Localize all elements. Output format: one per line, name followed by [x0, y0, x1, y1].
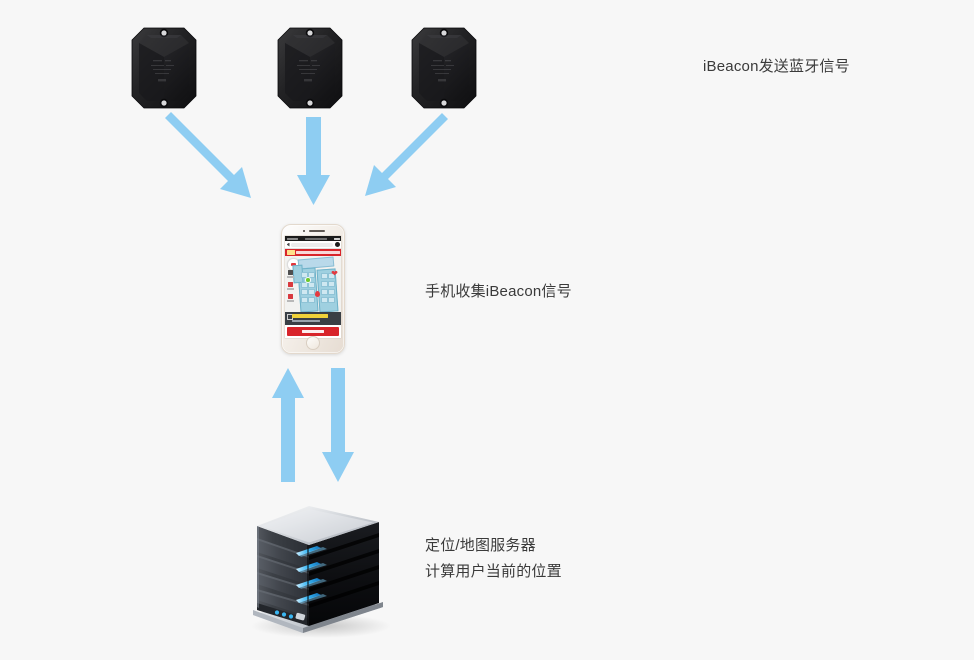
map-tool-label — [287, 276, 294, 278]
map-highlight-marker — [306, 278, 310, 282]
map-tool-icon[interactable] — [288, 270, 293, 275]
phone-camera-icon — [303, 230, 306, 233]
beacon-2-to-phone-arrow — [297, 117, 331, 207]
map-location-pin-icon — [315, 291, 320, 297]
place-name-text — [292, 314, 328, 318]
beacon-1-to-phone-arrow — [165, 112, 268, 207]
phone-top-bezel — [282, 225, 344, 236]
map-unit — [308, 289, 315, 295]
status-bar-carrier — [286, 237, 298, 240]
beacon-3-to-phone-arrow — [358, 112, 458, 207]
map-unit — [301, 297, 308, 303]
compass-needle-icon — [291, 263, 296, 266]
map-tool-label — [287, 300, 294, 302]
status-bar-battery-icon — [333, 237, 340, 240]
map-unit — [321, 273, 328, 279]
indoor-map-view[interactable]: ❤ — [285, 256, 341, 312]
phone-label: 手机收集iBeacon信号 — [425, 283, 572, 300]
map-unit — [321, 297, 328, 303]
ibeacon-device-icon — [411, 27, 477, 109]
ibeacon-device-icon — [277, 27, 343, 109]
server-label-line1: 定位/地图服务器 — [425, 537, 536, 554]
ibeacon-device-icon — [131, 27, 197, 109]
smartphone-icon: ❤ — [281, 224, 345, 354]
status-bar — [285, 236, 341, 241]
map-unit — [301, 272, 308, 278]
server-tower-icon — [243, 493, 393, 638]
promo-banner[interactable] — [285, 249, 341, 256]
map-unit — [301, 282, 308, 288]
server-label-group: 定位/地图服务器 计算用户当前的位置 — [425, 533, 562, 585]
map-unit — [328, 281, 335, 287]
map-unit — [328, 297, 335, 303]
map-unit — [308, 297, 315, 303]
server-label-line2: 计算用户当前的位置 — [425, 563, 562, 580]
map-unit — [321, 281, 328, 287]
phone-screen: ❤ — [285, 236, 341, 338]
place-detail-text — [292, 319, 320, 322]
map-unit — [308, 282, 315, 288]
map-unit — [328, 289, 335, 295]
menu-icon[interactable] — [334, 242, 340, 247]
promo-banner-text — [296, 250, 340, 255]
map-tool-label — [287, 288, 294, 290]
primary-action-label — [302, 329, 324, 333]
map-unit — [328, 273, 335, 279]
search-input[interactable] — [291, 242, 333, 247]
server-to-phone-arrow — [322, 368, 354, 483]
beacon-label: iBeacon发送蓝牙信号 — [703, 58, 850, 75]
map-unit — [301, 289, 308, 295]
map-tool-icon[interactable] — [288, 282, 293, 287]
app-nav-bar — [285, 241, 341, 249]
back-icon[interactable] — [286, 242, 290, 247]
map-unit — [321, 289, 328, 295]
place-info-panel — [285, 312, 341, 325]
status-bar-time — [304, 237, 327, 240]
phone-to-server-arrow — [272, 368, 304, 483]
map-unit — [308, 272, 315, 278]
primary-action-button[interactable] — [287, 326, 339, 336]
promo-tag-icon — [286, 250, 295, 255]
map-tool-icon[interactable] — [288, 294, 293, 299]
phone-speaker-icon — [309, 230, 325, 232]
favorite-heart-icon[interactable]: ❤ — [331, 269, 338, 278]
home-button[interactable] — [306, 336, 320, 350]
